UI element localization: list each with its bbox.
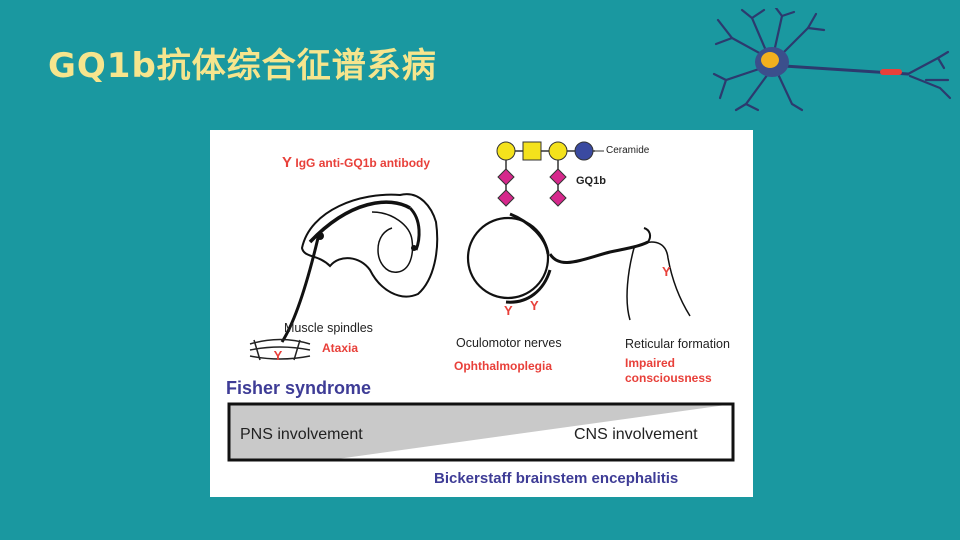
slide-title: GQ1b抗体综合征谱系病 [48,46,437,86]
svg-text:Y: Y [504,303,513,318]
svg-text:Y: Y [662,264,671,279]
antibody-label: Y IgG anti-GQ1b antibody [282,154,431,171]
gq1b-figure: Y Y Y Y Y IgG anti-GQ1b antibody Ceramid… [210,130,753,497]
antibody-icon: Y [282,154,293,171]
gq1b-structure-icon [496,141,604,207]
neuron-icon [712,8,952,112]
cns-involvement-label: CNS involvement [574,426,698,443]
muscle-spindle-drawing [249,338,311,361]
spectrum-bar [227,402,735,462]
ceramide-label: Ceramide [606,145,650,156]
ophthalmoplegia-label: Ophthalmoplegia [454,359,553,373]
oculomotor-nerves-label: Oculomotor nerves [456,336,562,350]
gq1b-label: GQ1b [576,175,606,187]
spinal-cord-drawing [280,193,439,343]
eye-drawing [466,212,652,304]
muscle-spindles-label: Muscle spindles [284,321,373,335]
pns-involvement-label: PNS involvement [240,426,363,443]
svg-text:Y: Y [274,348,283,363]
svg-text:Y: Y [530,298,539,313]
figure-drawing: Y Y Y Y [227,141,735,462]
reticular-formation-label: Reticular formation [625,337,730,351]
fisher-syndrome-label: Fisher syndrome [226,378,372,398]
ataxia-label: Ataxia [322,341,359,355]
brainstem-drawing [626,241,691,321]
bickerstaff-label: Bickerstaff brainstem encephalitis [434,470,679,487]
